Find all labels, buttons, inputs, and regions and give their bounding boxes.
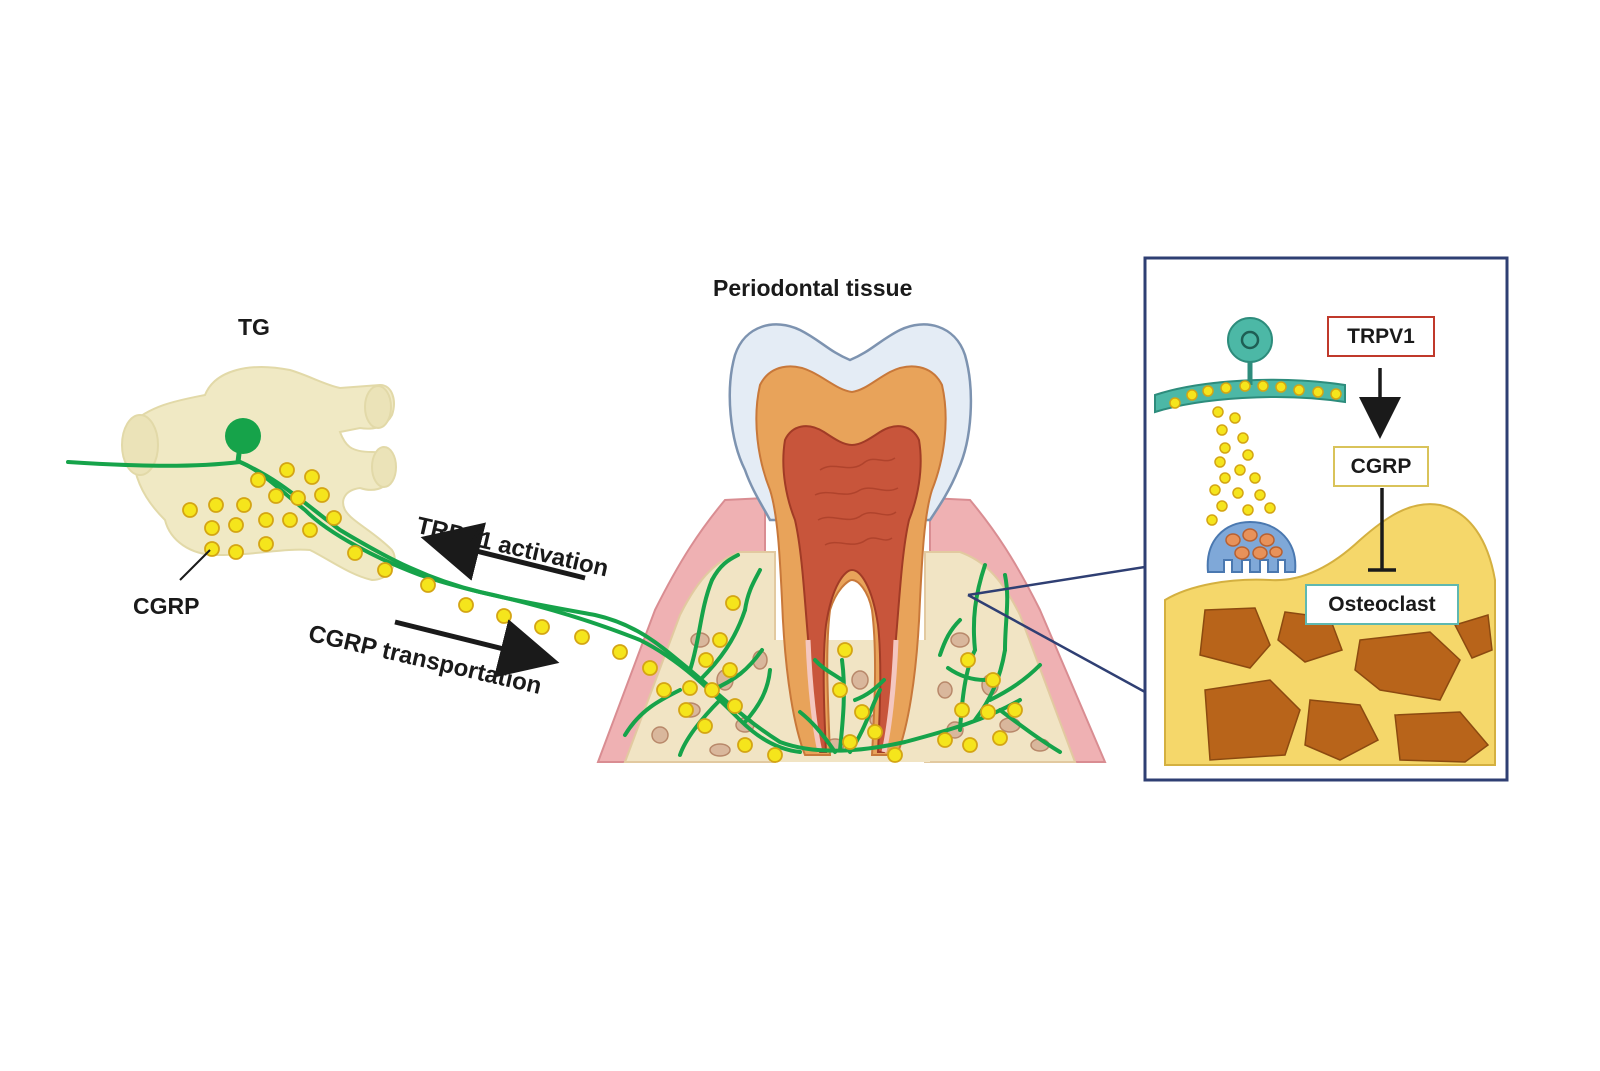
osteoclast-cell bbox=[1206, 520, 1297, 573]
tg-label: TG bbox=[238, 314, 270, 340]
cgrp-pointer-line bbox=[179, 549, 211, 581]
zoom-connector bbox=[967, 565, 1146, 694]
periodontal-tissue-illustration bbox=[596, 323, 1107, 763]
osteoclast-box: Osteoclast bbox=[1305, 584, 1459, 625]
trpv1-activation-arrow bbox=[420, 522, 586, 581]
cgrp-dots bbox=[182, 462, 1023, 763]
bone-marrow-spaces bbox=[1199, 607, 1493, 763]
inset-cgrp-dots bbox=[1169, 380, 1342, 526]
pulp-texture bbox=[814, 457, 899, 546]
trpv1-box: TRPV1 bbox=[1327, 316, 1435, 357]
cgrp-label: CGRP bbox=[133, 593, 200, 619]
nerve-fibers bbox=[66, 459, 1062, 757]
neuron-cell-body bbox=[225, 418, 261, 463]
cgrp-inhibits-osteoclast bbox=[1368, 488, 1396, 572]
inset-panel bbox=[1143, 256, 1509, 782]
neuron-icon bbox=[1227, 317, 1273, 385]
cgrp-box: CGRP bbox=[1333, 446, 1429, 487]
periodontal-tissue-title: Periodontal tissue bbox=[713, 275, 913, 301]
cgrp-transport-arrow bbox=[394, 619, 560, 678]
